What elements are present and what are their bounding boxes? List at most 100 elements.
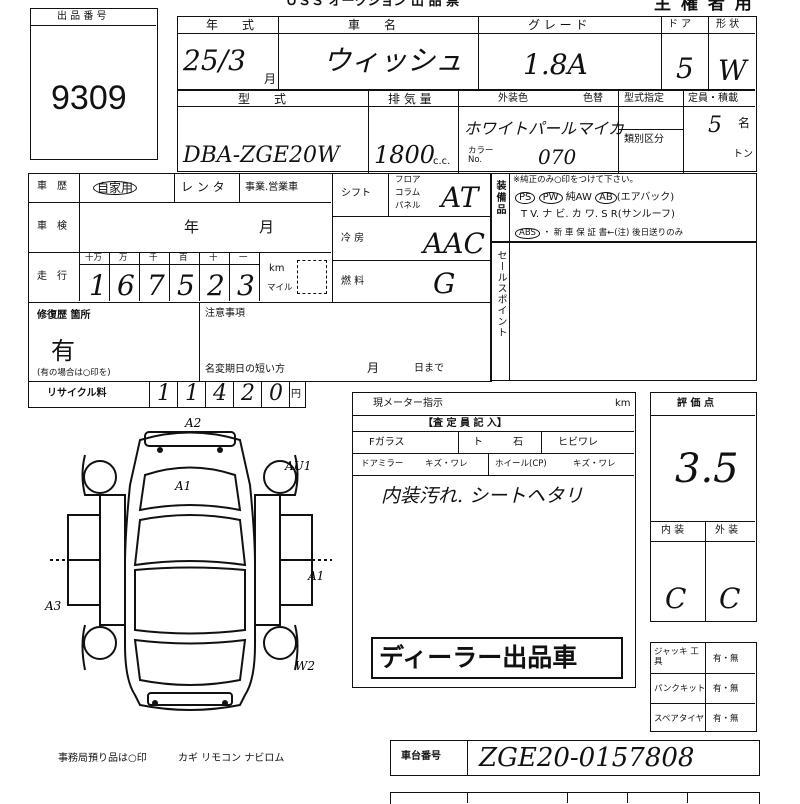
sale-point-label: セールスポイント bbox=[495, 250, 506, 338]
name-value: ウィッシュ bbox=[323, 44, 464, 77]
recycle-label: リサイクル料 bbox=[47, 388, 107, 399]
recycle-digit-4: 0 bbox=[269, 381, 283, 406]
grade-label: グ レ ー ド bbox=[528, 18, 588, 32]
mark-a3: A3 bbox=[44, 599, 62, 613]
lot-box: 出 品 番 号 9309 bbox=[30, 8, 158, 160]
equipment-label: 装備品 bbox=[494, 180, 505, 216]
shift-value: AT bbox=[441, 181, 479, 214]
recycle-digit-3: 2 bbox=[241, 381, 255, 406]
evaluation-label: 評 価 点 bbox=[677, 398, 714, 409]
office-note: 事務局預り品は○印 bbox=[58, 753, 147, 764]
recycle-block: リサイクル料 1 1 4 2 0 円 bbox=[28, 381, 306, 408]
mile-checkbox bbox=[297, 260, 327, 294]
repair-label: 修復歴 箇所 bbox=[37, 310, 91, 321]
recycle-digit-2: 4 bbox=[213, 381, 227, 406]
mileage-digit-1: 6 bbox=[117, 269, 135, 302]
year-value: 25/3 bbox=[183, 44, 246, 77]
meter-label: 現メーター指示 bbox=[373, 398, 443, 409]
color-value: ホワイトパールマイカ bbox=[464, 119, 625, 138]
history-label: 車 歴 bbox=[37, 181, 67, 192]
history-block: 車 歴 自家用 レ ン タ 事業.営業車 車 検 年 月 走 行 十万 万 千 … bbox=[28, 173, 333, 303]
fuel-value: G bbox=[433, 267, 456, 300]
color-no-value: 070 bbox=[538, 145, 577, 169]
displacement-value: 1800 bbox=[374, 141, 436, 169]
spare-value: 有・無 bbox=[713, 714, 739, 724]
mileage-unit-0: 十万 bbox=[85, 253, 103, 263]
dealer-stamp-text: ディーラー出品車 bbox=[379, 643, 578, 672]
color-no-label: カラー No. bbox=[468, 146, 494, 165]
sheet-title: ＵＳＳ オークション 出 品 票 bbox=[285, 0, 460, 9]
shift-column: コラム bbox=[395, 188, 421, 198]
glass-label: Fガラス bbox=[369, 437, 405, 448]
office-items: カギ リモコン ナビロム bbox=[178, 753, 285, 764]
month-unit: 月 bbox=[264, 72, 277, 86]
repaint-label: 色替 bbox=[583, 93, 603, 104]
type-designation-label: 型式指定 bbox=[624, 93, 664, 104]
mirror-label: ドアミラー bbox=[361, 459, 404, 469]
chassis-value: ZGE20-0157808 bbox=[479, 743, 695, 773]
vehicle-info-box: 年 式 車 名 グ レ ー ド ド ア 形 状 25/3 月 ウィッシュ 1.8… bbox=[177, 16, 757, 173]
aircon-label: 冷 房 bbox=[341, 233, 365, 244]
shift-block: シフト フロア コラム パネル AT 冷 房 AAC 燃 料 G bbox=[332, 173, 492, 303]
mark-a1-side: A1 bbox=[307, 569, 324, 583]
mark-a2: A2 bbox=[184, 416, 201, 430]
mirror-opts: キズ・ワレ bbox=[425, 459, 468, 469]
capacity-unit: 名 bbox=[738, 116, 751, 130]
mileage-unit-5: 一 bbox=[239, 253, 248, 263]
repair-value: 有 bbox=[51, 337, 75, 365]
glass-opt3: ヒビワレ bbox=[558, 437, 598, 448]
puncture-label: パンクキット bbox=[654, 684, 706, 694]
recycle-digit-0: 1 bbox=[157, 381, 171, 406]
exterior-label: 外装色 bbox=[498, 93, 528, 104]
fuel-label: 燃 料 bbox=[341, 276, 365, 287]
dealer-stamp: ディーラー出品車 bbox=[371, 637, 623, 679]
shape-value: W bbox=[718, 54, 747, 87]
sale-point-block: セールスポイント bbox=[490, 241, 757, 381]
puncture-value: 有・無 bbox=[713, 684, 739, 694]
exterior-label: 外 装 bbox=[715, 525, 739, 536]
wheel-opts: キズ・ワレ bbox=[573, 459, 616, 469]
km-unit: km bbox=[269, 263, 285, 274]
equipment-line2: T V. ナ ビ. カ ワ. S R(サンルーフ) bbox=[521, 209, 675, 220]
mileage-digit-5: 3 bbox=[237, 269, 255, 302]
mark-w: W2 bbox=[295, 659, 315, 673]
chassis-label: 車台番号 bbox=[401, 751, 441, 762]
model-label: 型 式 bbox=[238, 92, 287, 106]
name-change-day: 日まで bbox=[414, 363, 444, 374]
wheel-label: ホイール(CP) bbox=[495, 459, 547, 469]
mile-unit: マイル bbox=[267, 283, 293, 293]
mileage-unit-2: 千 bbox=[149, 253, 158, 263]
interior-grade: C bbox=[665, 582, 687, 615]
equipment-note: ※純正のみ○印をつけて下さい。 bbox=[513, 175, 639, 185]
owner-title: 主 権 者 用 bbox=[654, 0, 754, 14]
repair-block: 修復歴 箇所 有 (有の場合は○印を) 注意事項 名変期日の短い方 月 日まで bbox=[28, 302, 492, 382]
yen-unit: 円 bbox=[291, 389, 301, 400]
name-label: 車 名 bbox=[348, 18, 397, 32]
shape-label: 形 状 bbox=[716, 19, 740, 30]
mileage-digit-0: 1 bbox=[89, 269, 107, 302]
inspector-label: 【査 定 員 記 入】 bbox=[423, 418, 507, 429]
year-label: 年 式 bbox=[206, 18, 255, 32]
mileage-digit-4: 2 bbox=[207, 269, 225, 302]
aircon-value: AAC bbox=[423, 227, 485, 260]
interior-label: 内 装 bbox=[661, 525, 685, 536]
category-label: 類別区分 bbox=[624, 134, 664, 145]
chassis-block: 車台番号 ZGE20-0157808 bbox=[390, 740, 760, 776]
repair-sub: (有の場合は○印を) bbox=[37, 368, 111, 378]
lot-label: 出 品 番 号 bbox=[57, 11, 107, 22]
grade-value: 1.8A bbox=[523, 48, 588, 81]
mark-au1: AU1 bbox=[284, 459, 311, 473]
evaluation-score: 3.5 bbox=[675, 446, 739, 492]
capacity-value: 5 bbox=[708, 113, 722, 138]
shift-label: シフト bbox=[341, 188, 371, 199]
equipment-line3: ABS ・ 新 車 保 証 書←(注) 後日送りのみ bbox=[515, 228, 683, 239]
notes-label: 注意事項 bbox=[205, 308, 245, 319]
equipment-line1: PS PW 純AW AB(エアバック) bbox=[515, 192, 674, 204]
mileage-label: 走 行 bbox=[37, 271, 67, 282]
mileage-digit-2: 7 bbox=[147, 269, 165, 302]
door-value: 5 bbox=[676, 52, 694, 85]
mileage-unit-1: 万 bbox=[119, 253, 128, 263]
meter-block: 現メーター指示 km 【査 定 員 記 入】 Fガラス ト 石 ヒビワレ ドアミ… bbox=[352, 392, 636, 688]
door-label: ド ア bbox=[668, 19, 692, 30]
jack-label: ジャッキ 工 具 bbox=[654, 647, 699, 668]
